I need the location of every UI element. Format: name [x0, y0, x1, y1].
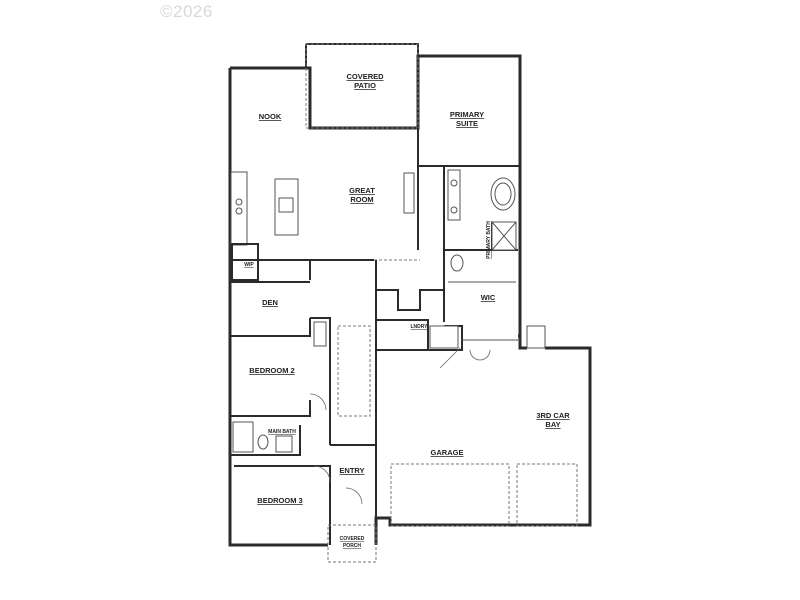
kitchen-island	[274, 178, 299, 236]
cooktop-burner-icon	[235, 207, 243, 215]
bedroom-3: BEDROOM 3	[234, 465, 331, 545]
hallway	[310, 260, 377, 445]
label-lndry: LNDRY	[410, 324, 428, 330]
kitchen-sink-icon	[278, 197, 294, 213]
sink-icon	[450, 179, 458, 187]
label-den: DEN	[262, 298, 278, 307]
bathtub-icon	[232, 421, 254, 453]
label-wic: WIC	[481, 293, 496, 302]
label-primary-bath: PRIMARY BATH	[486, 221, 492, 259]
label-wip: WIP	[244, 262, 254, 268]
label-covered-patio-2: PATIO	[354, 81, 376, 90]
primary-suite: PRIMARY SUITE	[417, 110, 520, 250]
toilet-icon	[257, 434, 269, 450]
label-entry: ENTRY	[339, 466, 364, 475]
exterior-walls	[228, 43, 592, 547]
sink-icon	[450, 206, 458, 214]
garage-door-1	[390, 463, 510, 527]
label-nook: NOOK	[259, 112, 282, 121]
den: DEN	[230, 298, 311, 337]
label-covered-porch-1: COVERED	[340, 536, 365, 542]
bedroom-2: BEDROOM 2	[230, 366, 327, 417]
main-bath: MAIN BATH	[230, 421, 301, 456]
covered-porch	[327, 524, 377, 563]
label-great-room-1: GREAT	[349, 186, 375, 195]
label-bedroom-2: BEDROOM 2	[249, 366, 294, 375]
label-main-bath: MAIN BATH	[268, 429, 296, 435]
label-3rd-car-bay-2: BAY	[545, 420, 560, 429]
sink-icon	[275, 435, 293, 453]
label-great-room-2: ROOM	[350, 195, 373, 204]
primary-bath-wic: PRIMARY BATH WIC	[443, 166, 518, 322]
label-covered-porch-2: PORCH	[343, 543, 361, 549]
label-bedroom-3: BEDROOM 3	[257, 496, 302, 505]
label-garage: GARAGE	[431, 448, 464, 457]
label-covered-patio-1: COVERED	[346, 72, 384, 81]
label-primary-suite-2: SUITE	[456, 119, 478, 128]
copyright-watermark: ©2026	[160, 2, 213, 21]
entry: ENTRY COVERED PORCH	[327, 444, 377, 563]
label-3rd-car-bay-1: 3RD CAR	[536, 411, 570, 420]
toilet-icon	[450, 254, 464, 272]
covered-patio: COVERED PATIO	[305, 43, 419, 129]
label-primary-suite-1: PRIMARY	[450, 110, 484, 119]
fireplace-icon	[403, 172, 415, 214]
garage-door-2	[516, 463, 578, 527]
walk-in-pantry: WIP	[231, 243, 259, 281]
laundry: LNDRY	[376, 289, 520, 361]
garage: GARAGE 3RD CAR BAY	[375, 325, 578, 527]
cooktop-burner-icon	[235, 198, 243, 206]
